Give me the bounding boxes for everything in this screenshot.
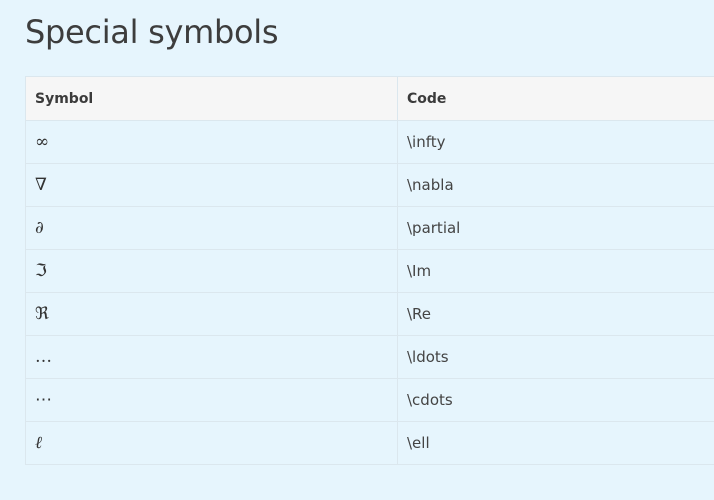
- symbol-cell: …: [25, 335, 398, 379]
- table-header-row: Symbol Code: [25, 76, 714, 121]
- symbol-cell: ∇: [25, 163, 398, 207]
- symbol-cell: ℑ: [25, 249, 398, 293]
- table-row: ∞ \infty: [25, 120, 714, 164]
- symbol-cell: ℓ: [25, 421, 398, 465]
- code-cell: \nabla: [397, 163, 714, 207]
- code-cell: \infty: [397, 120, 714, 164]
- page-title: Special symbols: [25, 13, 279, 51]
- table-row: … \ldots: [25, 335, 714, 379]
- symbol-cell: ℜ: [25, 292, 398, 336]
- table-row: ℑ \Im: [25, 249, 714, 293]
- table-row: ∇ \nabla: [25, 163, 714, 207]
- code-cell: \Re: [397, 292, 714, 336]
- code-cell: \Im: [397, 249, 714, 293]
- code-cell: \ell: [397, 421, 714, 465]
- table-row: ⋯ \cdots: [25, 378, 714, 422]
- column-header-code: Code: [397, 76, 714, 121]
- symbols-table: Symbol Code ∞ \infty ∇ \nabla ∂ \partial…: [25, 76, 714, 465]
- table-row: ∂ \partial: [25, 206, 714, 250]
- symbol-cell: ∞: [25, 120, 398, 164]
- symbols-table-container: Symbol Code ∞ \infty ∇ \nabla ∂ \partial…: [25, 76, 714, 465]
- code-cell: \ldots: [397, 335, 714, 379]
- column-header-symbol: Symbol: [25, 76, 398, 121]
- symbol-cell: ∂: [25, 206, 398, 250]
- table-row: ℜ \Re: [25, 292, 714, 336]
- symbol-cell: ⋯: [25, 378, 398, 422]
- code-cell: \partial: [397, 206, 714, 250]
- table-row: ℓ \ell: [25, 421, 714, 465]
- code-cell: \cdots: [397, 378, 714, 422]
